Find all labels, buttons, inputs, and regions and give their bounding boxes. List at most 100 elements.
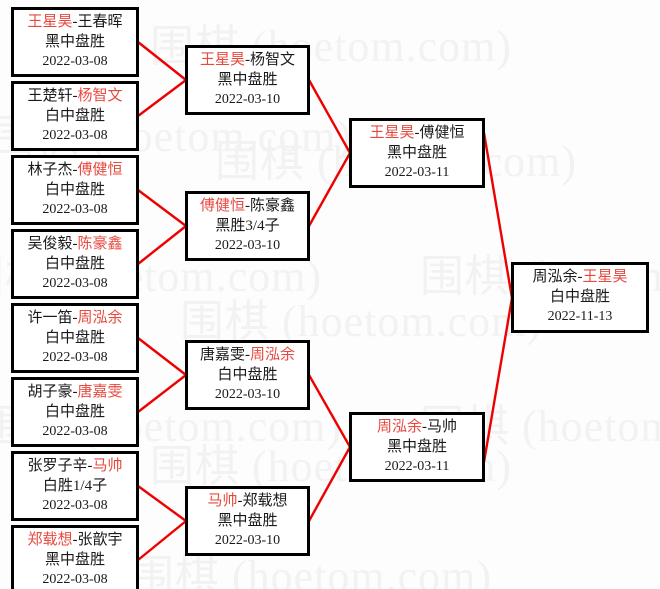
match-box[interactable]: 许一笛-周泓余 白中盘胜 2022-03-08 (11, 303, 139, 373)
player-winner: 郑载想 (27, 532, 73, 548)
match-result: 白中盘胜 (549, 288, 610, 305)
player-separator: - (422, 419, 427, 435)
player-loser: 唐嘉雯 (199, 347, 245, 363)
match-result: 白中盘胜 (44, 329, 105, 346)
match-players: 王星昊-王春晖 (14, 13, 136, 33)
player-separator: - (72, 310, 78, 326)
match-players: 王楚轩-杨智文 (14, 87, 136, 107)
match-box[interactable]: 周泓余-马帅 黑中盘胜 2022-03-11 (349, 412, 485, 482)
match-box[interactable]: 林子杰-傅健恒 白中盘胜 2022-03-08 (11, 155, 139, 225)
match-players: 周泓余-王星昊 (514, 268, 646, 288)
watermark-text: 围棋 (hoetom.com) (180, 297, 543, 346)
match-result: 黑中盘胜 (217, 71, 278, 88)
player-winner: 王星昊 (199, 52, 245, 68)
match-players: 周泓余-马帅 (352, 418, 482, 438)
match-players: 唐嘉雯-周泓余 (188, 346, 307, 366)
match-box[interactable]: 王楚轩-杨智文 白中盘胜 2022-03-08 (11, 81, 139, 151)
match-players: 张罗子辛-马帅 (14, 457, 136, 477)
player-separator: - (237, 493, 243, 509)
match-players: 吴俊毅-陈豪鑫 (14, 235, 136, 255)
player-winner: 傅健恒 (199, 198, 245, 214)
match-players: 王星昊-杨智文 (188, 51, 307, 71)
player-loser: 周泓余 (532, 269, 578, 285)
player-winner: 王星昊 (582, 269, 628, 285)
match-date: 2022-03-10 (214, 532, 281, 548)
player-winner: 唐嘉雯 (77, 384, 123, 400)
match-players: 马帅-郑载想 (188, 492, 307, 512)
match-box[interactable]: 傅健恒-陈豪鑫 黑胜3/4子 2022-03-10 (185, 191, 310, 261)
player-separator: - (72, 162, 78, 178)
player-loser: 杨智文 (250, 52, 296, 68)
match-box[interactable]: 郑载想-张歆宇 黑中盘胜 2022-03-08 (11, 525, 139, 589)
player-loser: 马帅 (427, 419, 458, 435)
player-winner: 王星昊 (369, 125, 415, 141)
player-separator: - (87, 458, 93, 474)
player-winner: 周泓余 (250, 347, 296, 363)
player-separator: - (245, 52, 250, 68)
match-players: 傅健恒-陈豪鑫 (188, 197, 307, 217)
match-result: 黑中盘胜 (44, 551, 105, 568)
match-box[interactable]: 吴俊毅-陈豪鑫 白中盘胜 2022-03-08 (11, 229, 139, 299)
match-result: 白胜1/4子 (42, 477, 108, 494)
match-box[interactable]: 胡子豪-唐嘉雯 白中盘胜 2022-03-08 (11, 377, 139, 447)
match-box[interactable]: 王星昊-杨智文 黑中盘胜 2022-03-10 (185, 45, 310, 115)
match-result: 黑中盘胜 (217, 512, 278, 529)
match-players: 郑载想-张歆宇 (14, 531, 136, 551)
match-date: 2022-03-08 (42, 53, 108, 69)
match-result: 黑中盘胜 (44, 33, 105, 50)
player-winner: 马帅 (92, 458, 123, 474)
player-winner: 傅健恒 (77, 162, 123, 178)
match-date: 2022-03-11 (384, 164, 450, 180)
match-players: 许一笛-周泓余 (14, 309, 136, 329)
match-date: 2022-03-08 (42, 423, 108, 439)
player-winner: 周泓余 (77, 310, 123, 326)
match-date: 2022-03-08 (42, 201, 108, 217)
match-result: 黑胜3/4子 (215, 217, 280, 234)
player-loser: 陈豪鑫 (250, 198, 296, 214)
player-separator: - (72, 88, 78, 104)
match-result: 黑中盘胜 (386, 144, 447, 161)
player-loser: 张歆宇 (77, 532, 123, 548)
match-box[interactable]: 王星昊-王春晖 黑中盘胜 2022-03-08 (11, 7, 139, 77)
match-box[interactable]: 唐嘉雯-周泓余 白中盘胜 2022-03-10 (185, 340, 310, 410)
player-loser: 王楚轩 (27, 88, 73, 104)
player-separator: - (72, 532, 78, 548)
player-separator: - (72, 14, 78, 30)
player-loser: 吴俊毅 (27, 236, 73, 252)
player-separator: - (72, 236, 78, 252)
player-separator: - (245, 198, 250, 214)
match-result: 白中盘胜 (44, 181, 105, 198)
match-result: 白中盘胜 (44, 255, 105, 272)
match-players: 林子杰-傅健恒 (14, 161, 136, 181)
player-winner: 陈豪鑫 (77, 236, 123, 252)
match-date: 2022-03-11 (384, 458, 450, 474)
player-separator: - (414, 125, 420, 141)
player-loser: 许一笛 (27, 310, 73, 326)
watermark-text: 围棋 (hoetom.com) (130, 552, 493, 589)
match-players: 王星昊-傅健恒 (352, 124, 482, 144)
match-box[interactable]: 张罗子辛-马帅 白胜1/4子 2022-03-08 (11, 451, 139, 521)
player-winner: 马帅 (207, 493, 238, 509)
player-loser: 王春晖 (77, 14, 123, 30)
player-loser: 胡子豪 (27, 384, 73, 400)
player-winner: 杨智文 (77, 88, 123, 104)
match-result: 白中盘胜 (217, 366, 278, 383)
player-loser: 傅健恒 (419, 125, 465, 141)
player-separator: - (72, 384, 78, 400)
match-box-final[interactable]: 周泓余-王星昊 白中盘胜 2022-11-13 (511, 262, 649, 333)
player-loser: 林子杰 (27, 162, 73, 178)
player-loser: 郑载想 (242, 493, 288, 509)
player-separator: - (577, 269, 583, 285)
match-date: 2022-11-13 (547, 308, 613, 324)
match-date: 2022-03-10 (214, 386, 281, 402)
match-result: 白中盘胜 (44, 107, 105, 124)
player-winner: 周泓余 (376, 419, 422, 435)
match-box[interactable]: 王星昊-傅健恒 黑中盘胜 2022-03-11 (349, 118, 485, 188)
match-result: 黑中盘胜 (386, 438, 447, 455)
player-winner: 王星昊 (27, 14, 73, 30)
match-date: 2022-03-08 (42, 571, 108, 587)
match-date: 2022-03-08 (42, 275, 108, 291)
match-date: 2022-03-08 (42, 497, 108, 513)
match-box[interactable]: 马帅-郑载想 黑中盘胜 2022-03-10 (185, 486, 310, 556)
